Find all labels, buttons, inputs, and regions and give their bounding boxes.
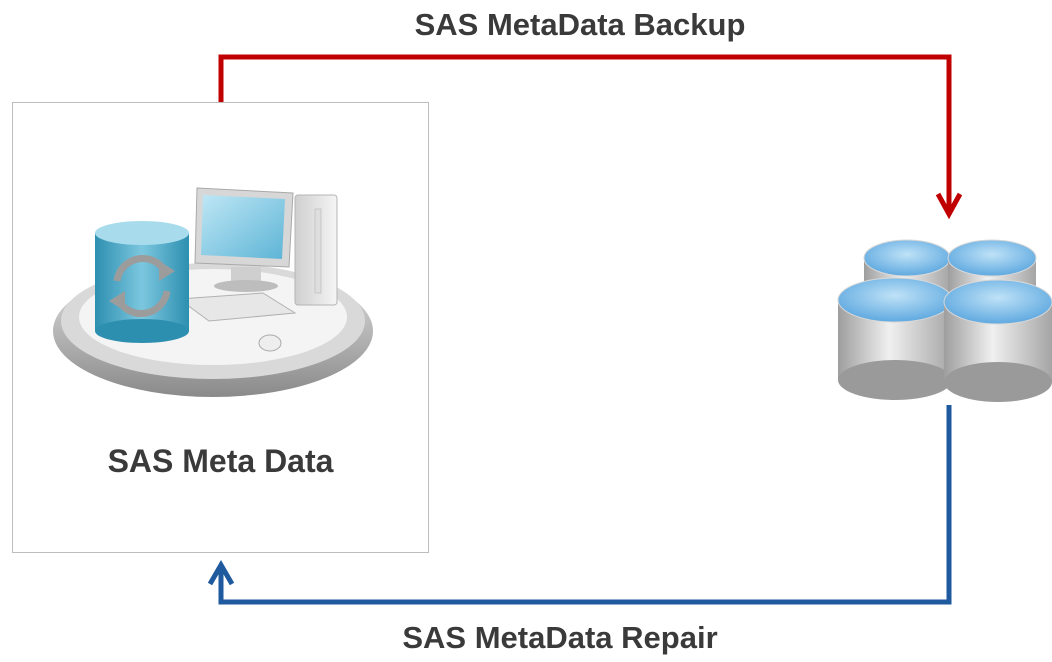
repair-label: SAS MetaData Repair — [402, 620, 718, 655]
backup-arrowhead — [935, 192, 963, 220]
backup-label: SAS MetaData Backup — [414, 7, 746, 42]
database-sync-workstation-icon — [53, 187, 373, 397]
sas-metadata-server-box: SAS Meta Data — [12, 102, 429, 553]
server-label: SAS Meta Data — [107, 443, 334, 479]
repair-arrow — [218, 405, 952, 605]
backup-arrow — [218, 54, 952, 212]
repair-arrowhead — [207, 560, 235, 586]
